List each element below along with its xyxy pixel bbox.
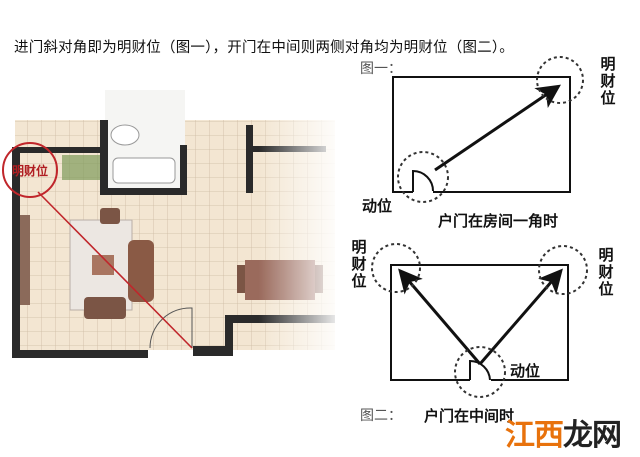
floorplan-wealth-label: 明财位 (12, 163, 48, 178)
figure2-arrow-right (478, 268, 563, 365)
watermark: 江西龙网 (505, 418, 622, 453)
figure1-label: 图一： (360, 61, 402, 77)
figure2-door (469, 359, 491, 381)
caption: 进门斜对角即为明财位（图一），开门在中间则两侧对角均为明财位（图二）。 (14, 40, 514, 56)
figure2-door-label: 动位 (510, 362, 541, 380)
diagonal-line (37, 191, 193, 349)
figure2-wealth-circle-right (538, 245, 588, 295)
figure2-door-circle (454, 346, 506, 398)
figure1-wealth-circle (536, 56, 584, 104)
figure1-description: 户门在房间一角时 (438, 212, 559, 230)
figure1-room (392, 76, 571, 193)
figure1-wealth-label: 明财位 (600, 55, 616, 107)
figure1-arrow (434, 84, 561, 172)
figure2-wealth-circle-left (371, 243, 421, 293)
figure2-wealth-label-right: 明财位 (598, 246, 614, 298)
figure2-description: 户门在中间时 (424, 407, 515, 425)
figure2-diagram (371, 243, 588, 398)
figure1-door (412, 169, 434, 192)
figure1-diagram (392, 56, 584, 203)
figure1-door-circle (397, 151, 449, 203)
figure1-door-label: 动位 (362, 197, 393, 215)
floor-plan: 明财位 (0, 80, 345, 380)
figure2-wealth-label-left: 明财位 (351, 238, 367, 290)
figure2-arrow-left (398, 268, 482, 365)
wealth-circle (2, 142, 58, 198)
figure2-label: 图二： (360, 408, 402, 424)
figure2-room (390, 264, 569, 381)
